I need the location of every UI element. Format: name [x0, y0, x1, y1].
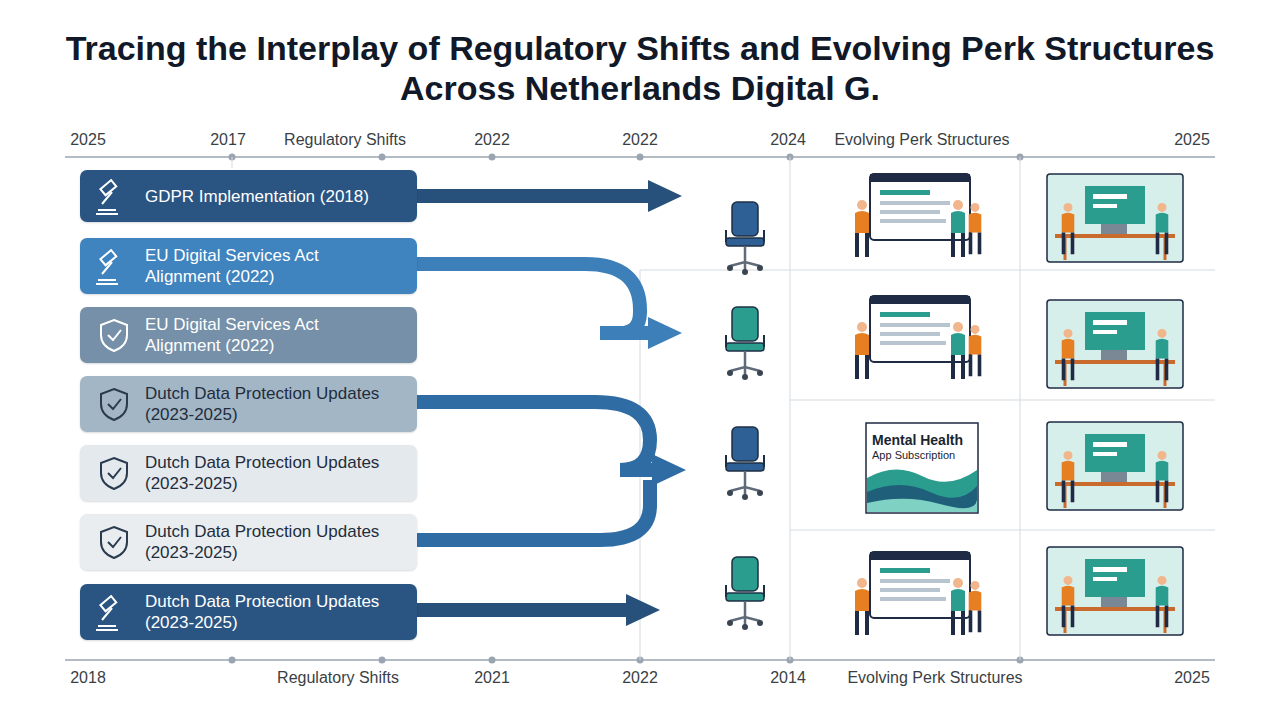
axis-heading: Regulatory Shifts [284, 131, 406, 149]
regulation-box: GDPR Implementation (2018) [80, 170, 417, 222]
axis-year: 2018 [70, 669, 106, 687]
gavel-icon [96, 596, 118, 630]
axis-year: 2014 [770, 669, 806, 687]
axis-year: 2021 [474, 669, 510, 687]
axis-year: 2025 [1174, 669, 1210, 687]
regulation-box: Dutch Data Protection Updates (2023-2025… [80, 584, 417, 640]
card-heading: Mental Health [872, 433, 974, 448]
gavel-icon [96, 180, 118, 214]
card-subtitle: App Subscription [872, 448, 974, 463]
axis [65, 157, 1215, 660]
axis-year: 2022 [474, 131, 510, 149]
axis-heading: Evolving Perk Structures [834, 131, 1009, 149]
regulation-box: Dutch Data Protection Updates (2023-2025… [80, 514, 417, 570]
regulation-box: EU Digital Services Act Alignment (2022) [80, 238, 417, 294]
box-label: Dutch Data Protection Updates (2023-2025… [145, 521, 390, 563]
regulation-box: Dutch Data Protection Updates (2023-2025… [80, 445, 417, 501]
app-card [866, 423, 978, 513]
axis-year: 2025 [1174, 131, 1210, 149]
axis-heading: Evolving Perk Structures [847, 669, 1022, 687]
shield-icon [101, 320, 127, 351]
gavel-icon [96, 250, 118, 284]
axis-year: 2022 [622, 669, 658, 687]
perk-scene [855, 174, 981, 635]
regulation-box: EU Digital Services Act Alignment (2022) [80, 307, 417, 363]
axis-year: 2017 [210, 131, 246, 149]
regulation-box: Dutch Data Protection Updates (2023-2025… [80, 376, 417, 432]
box-label: GDPR Implementation (2018) [145, 186, 390, 207]
axis-year: 2025 [70, 131, 106, 149]
shield-icon [101, 458, 127, 489]
shield-icon [101, 389, 127, 420]
office-chair [726, 202, 764, 630]
shield-icon [101, 527, 127, 558]
app-card: Mental HealthApp Subscription [866, 423, 978, 478]
axis-year: 2022 [622, 131, 658, 149]
box-label: EU Digital Services Act Alignment (2022) [145, 314, 390, 356]
box-label: Dutch Data Protection Updates (2023-2025… [145, 591, 390, 633]
axis-heading: Regulatory Shifts [277, 669, 399, 687]
workplace-scene [1047, 174, 1183, 635]
diagram-title: Tracing the Interplay of Regulatory Shif… [0, 28, 1280, 108]
box-label: Dutch Data Protection Updates (2023-2025… [145, 452, 390, 494]
axis-year: 2024 [770, 131, 806, 149]
box-label: EU Digital Services Act Alignment (2022) [145, 245, 390, 287]
flow-arrow [417, 180, 686, 626]
box-label: Dutch Data Protection Updates (2023-2025… [145, 383, 390, 425]
